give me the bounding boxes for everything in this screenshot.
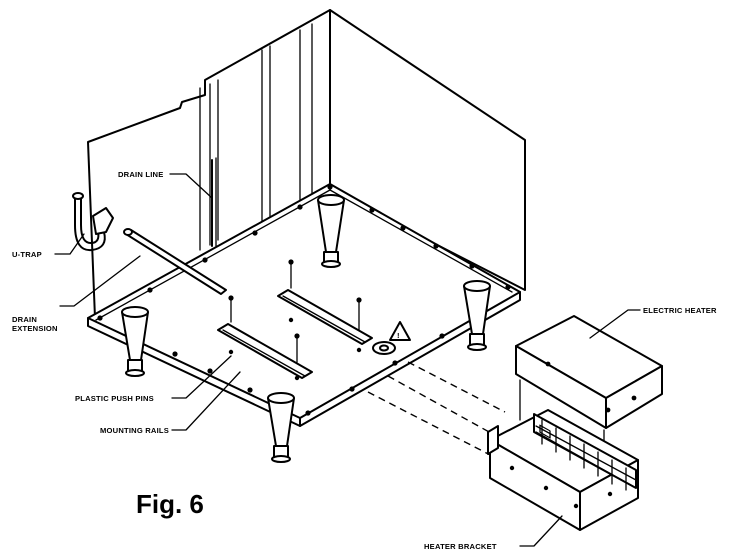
foot-left [121, 306, 149, 377]
electric-heater [515, 315, 663, 471]
label-drain-line: DRAIN LINE [118, 170, 163, 179]
drain-assembly [72, 192, 227, 295]
push-pins [228, 259, 362, 381]
foot-back [317, 194, 345, 268]
mounting-rails [217, 289, 373, 379]
leveling-feet [121, 194, 491, 463]
svg-text:!: ! [397, 331, 400, 340]
label-mounting-rails: MOUNTING RAILS [100, 426, 169, 435]
label-heater-bracket: HEATER BRACKET [424, 542, 497, 551]
label-drain-extension-1: DRAIN [12, 315, 37, 324]
callout-leaders [54, 173, 641, 547]
heater-bracket [487, 409, 639, 531]
callout-labels: U-TRAP DRAIN LINE DRAIN EXTENSION PLASTI… [12, 170, 717, 551]
label-u-trap: U-TRAP [12, 250, 42, 259]
foot-front [267, 392, 295, 463]
label-electric-heater: ELECTRIC HEATER [643, 306, 717, 315]
figure-label: Fig. 6 [136, 489, 204, 519]
foot-right [463, 280, 491, 351]
insertion-guide-lines [367, 361, 506, 461]
warning-icon: ! [389, 321, 411, 341]
label-plastic-push-pins: PLASTIC PUSH PINS [75, 394, 154, 403]
label-drain-extension-2: EXTENSION [12, 324, 58, 333]
drain-fitting [372, 341, 396, 355]
